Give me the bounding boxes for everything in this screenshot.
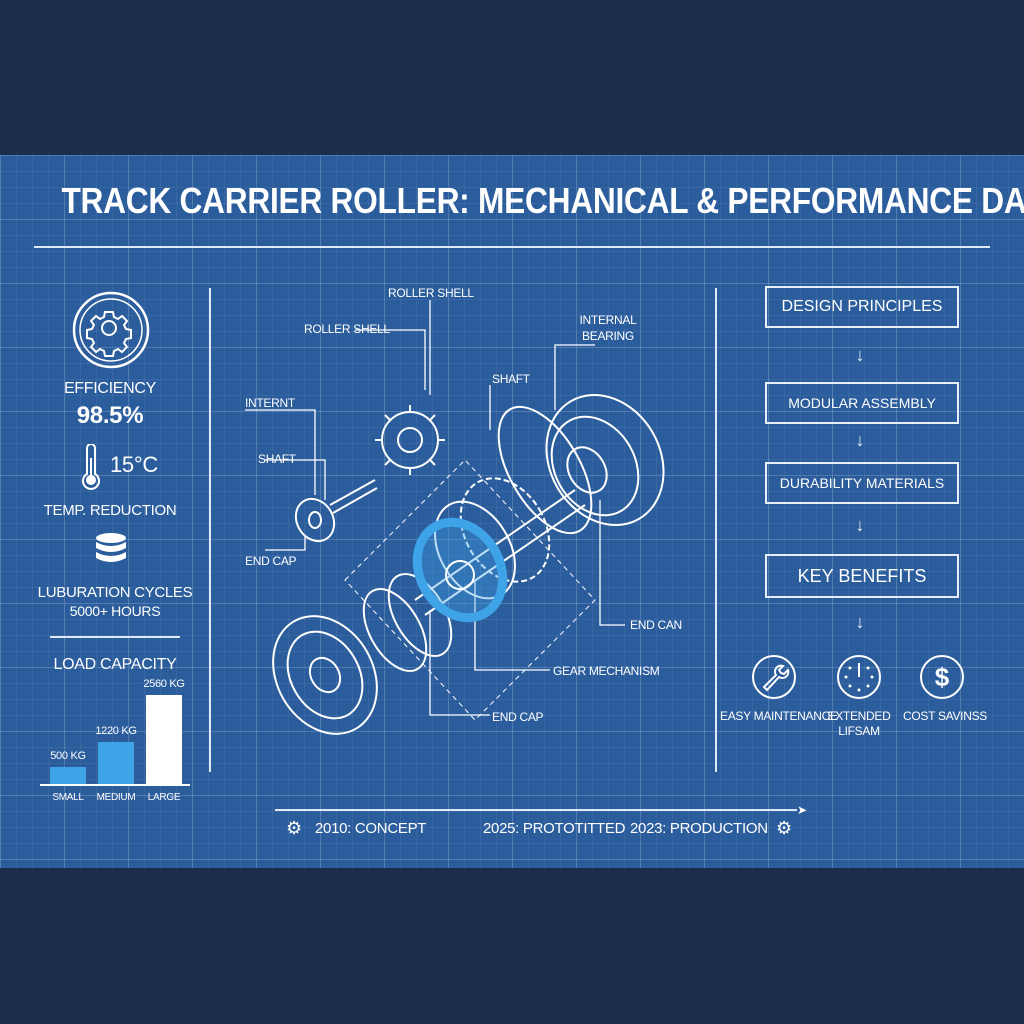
bar-category-label: Large <box>147 792 181 803</box>
efficiency-label: Efficiency <box>63 380 157 397</box>
label-end-cap-bottom: End Cap <box>492 710 544 724</box>
page-title: Track Carrier Roller: Mechanical & Perfo… <box>61 180 1024 221</box>
exploded-roller-diagram <box>245 300 665 735</box>
step-modular-assembly: Modular Assembly <box>765 382 959 424</box>
bar-category-label: Medium <box>96 792 136 803</box>
step-key-benefits: Key Benefits <box>765 554 959 598</box>
label-shaft-left: Shaft <box>258 452 296 466</box>
load-capacity-chart <box>40 690 190 786</box>
label-internal-bearing: Internal Bearing <box>579 313 637 343</box>
temperature-label: Temp. Reduction <box>43 502 177 519</box>
lubrication-value: 5000+ Hours <box>69 603 161 619</box>
label-internt: Internt <box>245 396 295 410</box>
label-roller-shell-top: Roller Shell <box>388 286 474 300</box>
bar-data-label: 500 KG <box>50 749 86 762</box>
benefit-extended-lifespan: Extended Lifsam <box>827 709 891 738</box>
svg-text:$: $ <box>935 662 950 692</box>
timeline-arrow-icon: ➤ <box>797 803 808 817</box>
label-gear-mechanism: Gear Mechanism <box>553 664 660 678</box>
efficiency-value: 98.5% <box>76 402 144 429</box>
timeline-event-production: 2023: Production <box>630 820 768 837</box>
bar-medium <box>98 741 134 784</box>
wrench-icon <box>752 655 796 699</box>
step-durability-materials: Durability Materials <box>765 462 959 504</box>
bar-data-label: 1220 KG <box>95 724 137 737</box>
load-capacity-title: Load Capacity <box>53 656 177 673</box>
arrow-down-icon: ↓ <box>855 430 865 450</box>
timeline-event-prototype: 2025: Prototitted <box>483 820 626 837</box>
benefit-cost-savings: Cost Savinss <box>903 709 987 723</box>
arrow-down-icon: ↓ <box>855 345 865 365</box>
thermometer-icon <box>82 444 100 490</box>
gear-icon: ⚙ <box>776 818 793 838</box>
gear-icon: ⚙ <box>286 818 303 838</box>
timeline-event-concept: 2010: Concept <box>315 820 427 837</box>
bar-category-label: Small <box>52 792 84 803</box>
gear-icon <box>72 291 150 369</box>
dollar-icon: $ <box>920 655 964 699</box>
label-end-cap-left: End Cap <box>245 554 297 568</box>
highlighted-gear <box>412 517 508 623</box>
arrow-down-icon: ↓ <box>855 515 865 535</box>
clock-icon <box>837 655 881 699</box>
bar-small <box>50 766 86 784</box>
label-roller-shell: Roller Shell <box>304 322 390 336</box>
left-divider <box>209 288 211 772</box>
database-stack-icon <box>96 533 126 562</box>
bar-data-label: 2560 KG <box>143 677 185 690</box>
title-divider <box>34 246 990 248</box>
right-divider <box>715 288 717 772</box>
arrow-down-icon: ↓ <box>855 612 865 632</box>
label-end-can: End Can <box>630 618 682 632</box>
temperature-value: 15°C <box>110 452 158 477</box>
metrics-divider <box>50 636 180 638</box>
step-design-principles: Design Principles <box>765 286 959 328</box>
bar-large <box>146 694 182 784</box>
benefit-easy-maintenance: Easy Maintenance <box>720 709 838 723</box>
lubrication-label: Luburation Cycles <box>37 584 193 601</box>
timeline-line <box>275 809 797 811</box>
label-shaft-top: Shaft <box>492 372 530 386</box>
diagram-lines <box>245 300 665 735</box>
